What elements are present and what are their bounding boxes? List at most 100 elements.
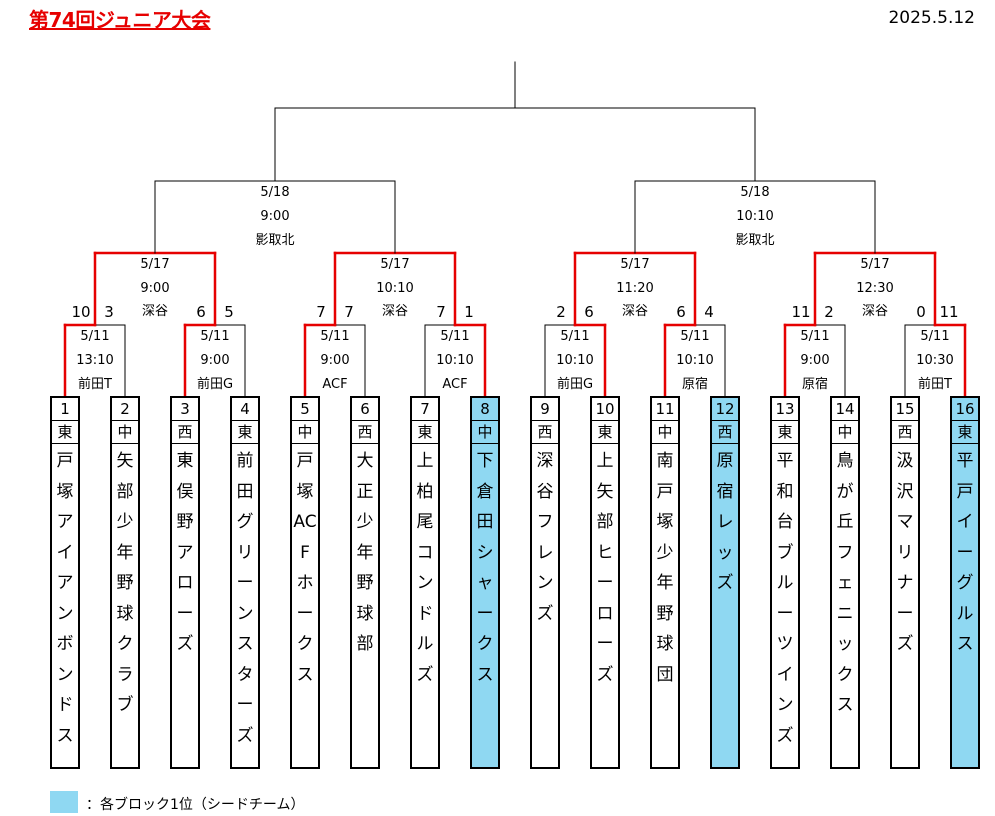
match-time: 10:30 [916, 353, 954, 368]
team-area: 西 [712, 421, 738, 444]
score: 7 [316, 303, 326, 321]
team-area: 東 [772, 421, 798, 444]
team-name: 平戸イーグルス [956, 451, 974, 654]
team-name: 原宿レッズ [716, 451, 734, 593]
score: 4 [704, 303, 714, 321]
team-area: 東 [592, 421, 618, 444]
match-date: 5/11 [800, 329, 830, 344]
page-title: 第74回ジュニア大会 [29, 8, 211, 32]
team-number: 4 [232, 398, 258, 421]
team-area: 中 [112, 421, 138, 444]
team-name: 鳥が丘フェニックス [836, 451, 854, 715]
match-time: 10:10 [736, 209, 774, 224]
match-time: 11:20 [616, 281, 654, 296]
team-name: 東俣野アローズ [176, 451, 194, 654]
team-number: 16 [952, 398, 978, 421]
score: 10 [71, 303, 91, 321]
team-name: 上柏尾コンドルズ [416, 451, 434, 685]
match-date: 5/11 [80, 329, 110, 344]
team-name: 平和台ブルーツインズ [776, 451, 794, 746]
match-date: 5/17 [380, 257, 410, 272]
match-venue: 原宿 [801, 377, 828, 392]
team-number: 15 [892, 398, 918, 421]
score: 11 [939, 303, 959, 321]
team-area: 西 [352, 421, 378, 444]
legend-text: ：各ブロック1位（シードチーム） [86, 797, 305, 813]
team-number: 7 [412, 398, 438, 421]
match-venue: 影取北 [255, 233, 295, 248]
score: 6 [676, 303, 686, 321]
team-area: 東 [412, 421, 438, 444]
team-area: 西 [892, 421, 918, 444]
team-number: 2 [112, 398, 138, 421]
match-time: 9:00 [200, 353, 230, 368]
match-time: 9:00 [800, 353, 830, 368]
match-venue: 深谷 [621, 304, 648, 319]
team-number: 10 [592, 398, 618, 421]
team-area: 東 [232, 421, 258, 444]
score: 7 [436, 303, 446, 321]
team-area: 西 [532, 421, 558, 444]
team-number: 13 [772, 398, 798, 421]
team-area: 中 [292, 421, 318, 444]
team-area: 西 [172, 421, 198, 444]
match-venue: ACF [442, 377, 468, 392]
team-name: 戸塚アイアンボンドス [56, 451, 74, 746]
team-number: 14 [832, 398, 858, 421]
match-date: 5/11 [680, 329, 710, 344]
match-time: 10:10 [556, 353, 594, 368]
team-name: 南戸塚少年野球団 [656, 451, 674, 685]
team-area: 東 [952, 421, 978, 444]
match-time: 12:30 [856, 281, 894, 296]
team-name: 矢部少年野球クラブ [116, 451, 134, 715]
match-date: 5/11 [920, 329, 950, 344]
match-time: 13:10 [76, 353, 114, 368]
score: 5 [224, 303, 234, 321]
score: 0 [916, 303, 926, 321]
score: 7 [344, 303, 354, 321]
team-name: 大正少年野球部 [356, 451, 374, 654]
score: 6 [196, 303, 206, 321]
team-area: 中 [832, 421, 858, 444]
match-date: 5/18 [260, 185, 290, 200]
match-date: 5/11 [320, 329, 350, 344]
match-time: 10:10 [676, 353, 714, 368]
match-venue: 前田T [78, 377, 112, 392]
date-label: 2025.5.12 [888, 8, 975, 28]
match-venue: 深谷 [861, 304, 888, 319]
team-name: 戸塚ACFホークス [293, 451, 317, 685]
match-venue: 前田G [196, 377, 234, 392]
match-date: 5/11 [440, 329, 470, 344]
match-time: 9:00 [320, 353, 350, 368]
match-date: 5/17 [860, 257, 890, 272]
score: 1 [464, 303, 474, 321]
team-number: 1 [52, 398, 78, 421]
team-number: 5 [292, 398, 318, 421]
match-date: 5/17 [140, 257, 170, 272]
team-number: 12 [712, 398, 738, 421]
score: 3 [104, 303, 114, 321]
team-area: 中 [652, 421, 678, 444]
team-name: 汲沢マリナーズ [896, 451, 914, 654]
legend-seed-swatch [50, 791, 78, 813]
score: 11 [791, 303, 811, 321]
team-number: 8 [472, 398, 498, 421]
team-area: 中 [472, 421, 498, 444]
match-venue: 前田G [556, 377, 594, 392]
team-name: 上矢部ヒーローズ [596, 451, 614, 685]
team-number: 3 [172, 398, 198, 421]
match-time: 9:00 [260, 209, 290, 224]
team-number: 9 [532, 398, 558, 421]
match-venue: 深谷 [141, 304, 168, 319]
match-venue: 影取北 [735, 233, 775, 248]
